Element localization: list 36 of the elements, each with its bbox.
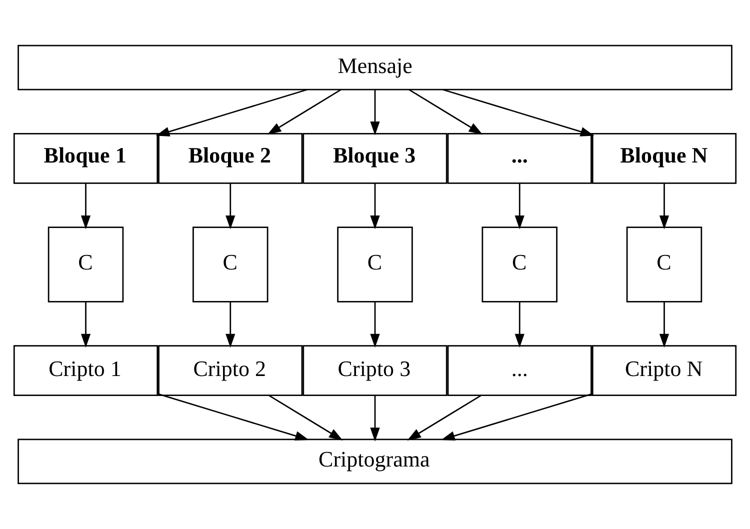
node-box: ...	[447, 132, 592, 184]
node-box: Criptograma	[18, 438, 732, 484]
arrow	[514, 302, 524, 348]
node-box: C	[48, 226, 124, 302]
node-box: Cripto N	[592, 345, 737, 396]
node-box: Bloque N	[592, 132, 737, 184]
arrow	[267, 89, 342, 134]
arrow	[370, 90, 380, 136]
arrow	[407, 394, 482, 440]
arrow	[659, 183, 670, 230]
node-box: C	[337, 226, 413, 302]
arrow	[226, 302, 236, 348]
node-box: C	[626, 226, 702, 302]
node-box: C	[192, 226, 268, 302]
arrow	[441, 393, 593, 441]
node-box: ...	[447, 345, 592, 396]
arrow	[408, 89, 483, 134]
arrow	[80, 183, 91, 230]
arrow	[370, 396, 380, 442]
arrow	[442, 88, 594, 136]
arrow	[659, 302, 670, 348]
node-box: Bloque 1	[13, 132, 158, 184]
node-box: Cripto 1	[13, 345, 158, 396]
arrow	[226, 183, 236, 230]
node-box: Cripto 2	[158, 345, 303, 396]
arrow	[157, 393, 309, 441]
arrow	[370, 302, 380, 348]
arrow	[370, 183, 380, 230]
node-box: Cripto 3	[302, 345, 448, 396]
node-box: C	[482, 226, 558, 302]
node-box: Bloque 2	[158, 132, 303, 184]
arrow	[80, 302, 91, 348]
arrow	[514, 183, 524, 230]
node-box: Bloque 3	[302, 132, 448, 184]
arrow	[268, 394, 343, 440]
node-box: Mensaje	[18, 44, 732, 90]
